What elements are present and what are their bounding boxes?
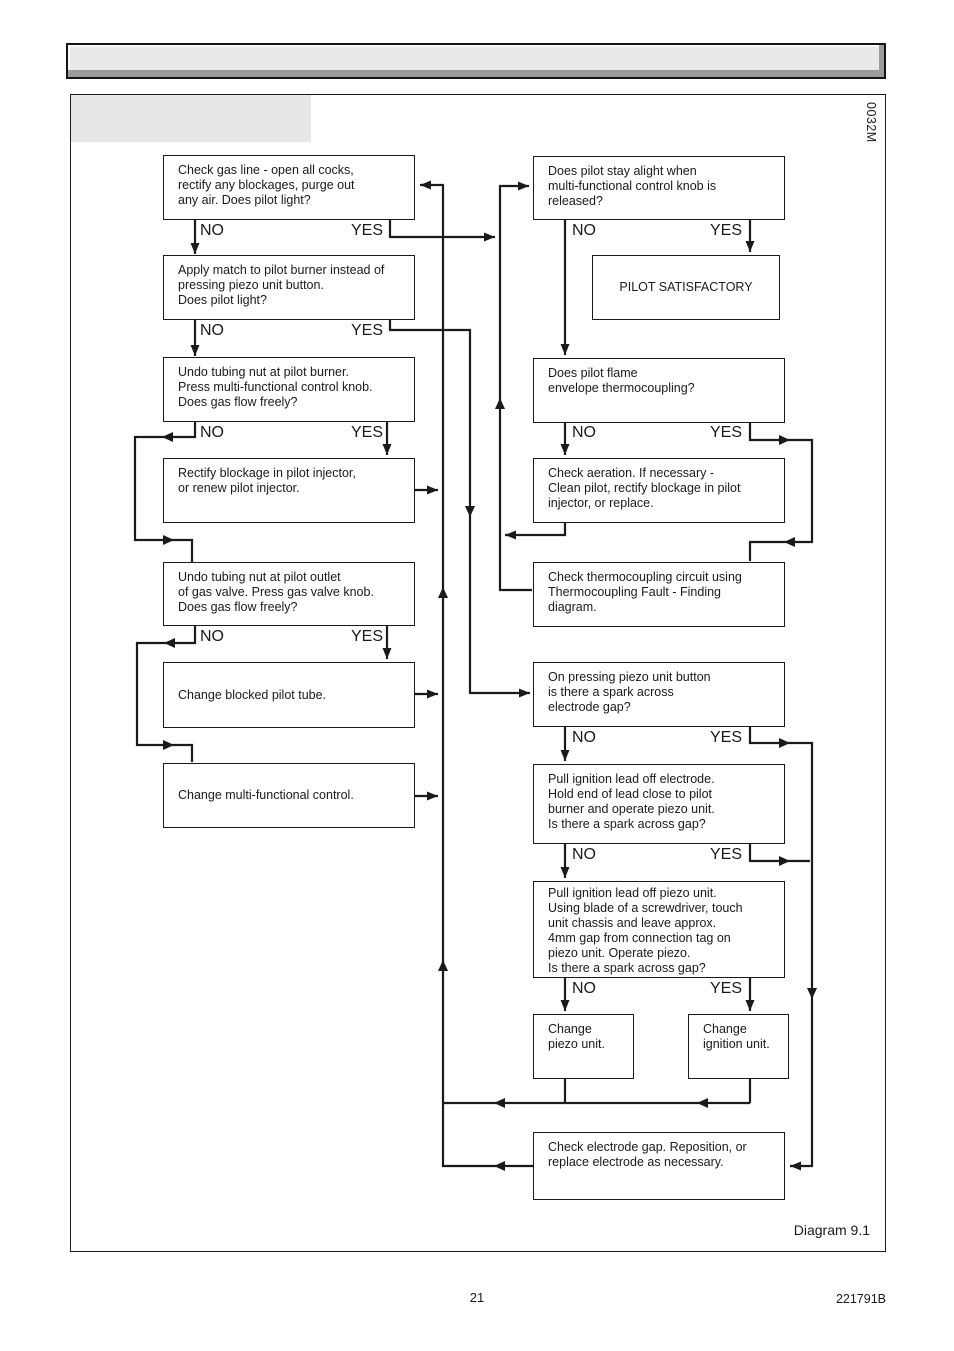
yes-label: YES <box>351 424 384 441</box>
no-label: NO <box>572 729 596 746</box>
section-header-bar <box>66 43 886 79</box>
no-label: NO <box>200 628 224 645</box>
flow-box-flame-envelope: Does pilot flame envelope thermocoupling… <box>533 358 785 423</box>
yes-label: YES <box>710 424 743 441</box>
yes-label: YES <box>710 980 743 997</box>
no-label: NO <box>200 222 224 239</box>
flow-box-check-thermocoupling: Check thermocoupling circuit using Therm… <box>533 562 785 627</box>
page-number: 21 <box>469 1290 485 1305</box>
flow-box-change-pilot-tube: Change blocked pilot tube. <box>163 662 415 728</box>
diagram-caption: Diagram 9.1 <box>793 1222 870 1238</box>
no-label: NO <box>200 424 224 441</box>
no-label: NO <box>572 846 596 863</box>
yes-label: YES <box>710 222 743 239</box>
yes-label: YES <box>351 322 384 339</box>
flow-box-undo-nut-pilot-burner: Undo tubing nut at pilot burner. Press m… <box>163 357 415 422</box>
flow-box-apply-match: Apply match to pilot burner instead of p… <box>163 255 415 320</box>
flow-box-check-aeration: Check aeration. If necessary - Clean pil… <box>533 458 785 523</box>
yes-label: YES <box>710 729 743 746</box>
no-label: NO <box>572 424 596 441</box>
flow-box-lead-off-electrode: Pull ignition lead off electrode. Hold e… <box>533 764 785 844</box>
yes-label: YES <box>351 222 384 239</box>
no-label: NO <box>572 980 596 997</box>
flow-box-pilot-stay-alight: Does pilot stay alight when multi-functi… <box>533 156 785 220</box>
flow-box-pilot-satisfactory: PILOT SATISFACTORY <box>592 255 780 320</box>
no-label: NO <box>572 222 596 239</box>
flow-box-lead-off-piezo: Pull ignition lead off piezo unit. Using… <box>533 881 785 978</box>
flow-box-check-gas-line: Check gas line - open all cocks, rectify… <box>163 155 415 220</box>
no-label: NO <box>200 322 224 339</box>
flow-box-change-multifunctional: Change multi-functional control. <box>163 763 415 828</box>
flow-box-check-electrode-gap: Check electrode gap. Reposition, or repl… <box>533 1132 785 1200</box>
flow-box-undo-nut-pilot-outlet: Undo tubing nut at pilot outlet of gas v… <box>163 562 415 626</box>
flow-box-rectify-blockage: Rectify blockage in pilot injector, or r… <box>163 458 415 523</box>
yes-label: YES <box>710 846 743 863</box>
flow-box-spark-electrode: On pressing piezo unit button is there a… <box>533 662 785 727</box>
flow-box-change-piezo: Change piezo unit. <box>533 1014 634 1079</box>
flow-box-change-ignition: Change ignition unit. <box>688 1014 789 1079</box>
title-placeholder <box>71 95 311 142</box>
document-code: 221791B <box>835 1292 886 1306</box>
yes-label: YES <box>351 628 384 645</box>
